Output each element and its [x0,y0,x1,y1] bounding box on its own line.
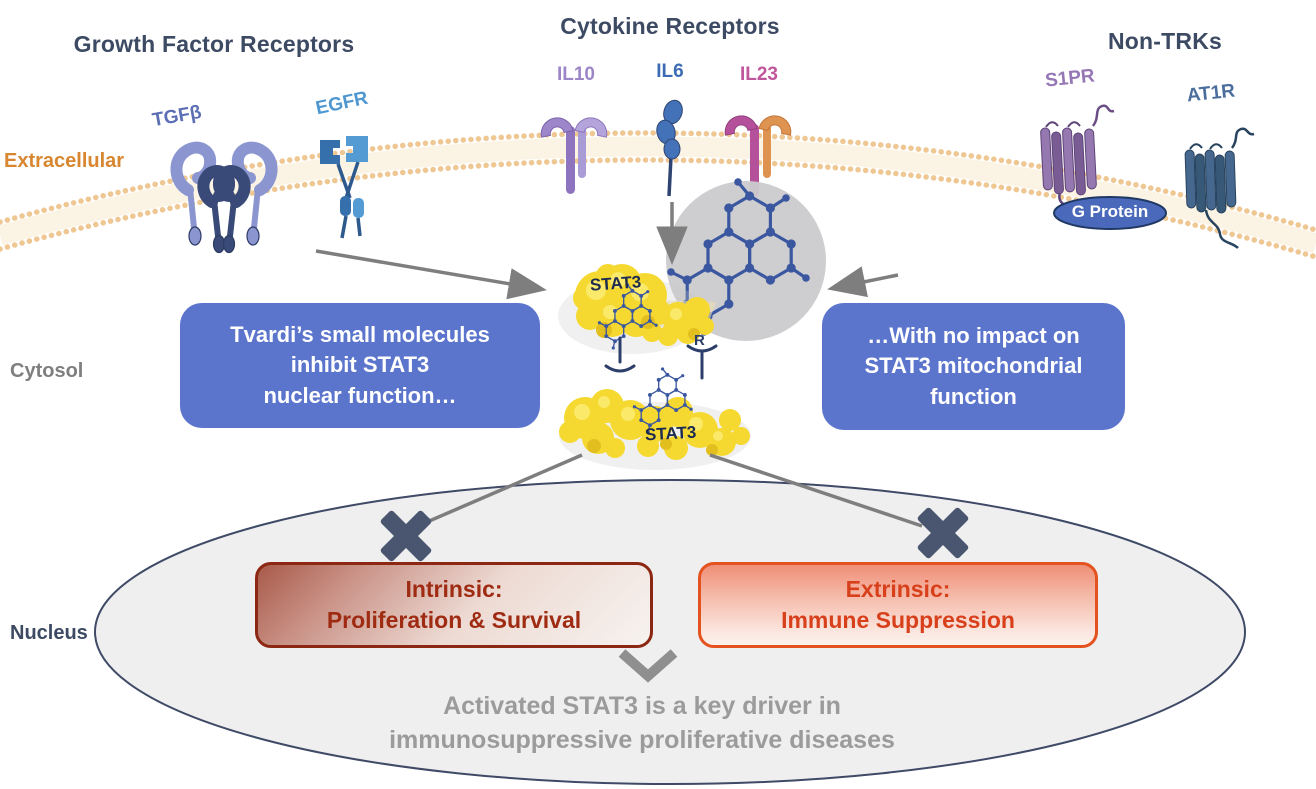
callout-left-line1: Tvardi’s small molecules [230,321,490,347]
il23-receptor-icon [721,112,795,198]
cytosol-label: Cytosol [10,360,84,382]
at1r-receptor-icon [1184,127,1255,249]
il6-receptor-icon [656,99,683,197]
callout-left-line3: nuclear function… [263,382,457,408]
intrinsic-line2: Proliferation & Survival [326,607,582,633]
il6-label: IL6 [656,61,684,82]
intrinsic-outcome-box: Intrinsic: Proliferation & Survival [255,562,653,648]
s1pr-receptor-icon [1040,104,1115,217]
conclusion-text: Activated STAT3 is a key driver in immun… [242,690,1042,758]
egfr-receptor-icon [320,136,368,239]
inhibitor-t-bar-icons [604,336,718,380]
signal-arrows [315,202,923,528]
callout-right-line3: function [930,383,1017,409]
il10-label: IL10 [556,64,596,85]
conclusion-line2: immunosuppressive proliferative diseases [389,725,895,754]
nucleus-label: Nucleus [10,622,88,644]
chevron-down-icon [618,649,678,683]
callout-right-line2: STAT3 mitochondrial [864,353,1083,379]
extrinsic-outcome-box: Extrinsic: Immune Suppression [698,562,1098,648]
tgfb-receptor-icon [176,148,271,253]
cytokine-receptors-header: Cytokine Receptors [560,13,780,39]
intrinsic-line1: Intrinsic: [405,575,503,602]
stat3-top-label: STAT3 [589,272,642,295]
non-trks-header: Non-TRKs [1107,28,1223,54]
g-protein-label: G Protein [1071,202,1149,221]
conclusion-line1: Activated STAT3 is a key driver in [443,692,841,720]
extrinsic-line2: Immune Suppression [781,607,1015,633]
growth-factor-receptors-header: Growth Factor Receptors [73,31,355,57]
il10-receptor-icon [537,114,611,194]
stat3-protein-bottom [559,389,751,470]
stat3-bottom-label: STAT3 [644,422,697,445]
g-protein-oval [1053,196,1167,230]
callout-mitochondrial: …With no impact on STAT3 mitochondrial f… [822,303,1125,430]
callout-left-line2: inhibit STAT3 [290,352,430,378]
molecule-r-label: R [694,332,705,349]
callout-right-line1: …With no impact on [867,322,1080,348]
extrinsic-line1: Extrinsic: [845,575,951,602]
extracellular-label: Extracellular [4,150,125,172]
il23-label: IL23 [739,64,779,85]
callout-nuclear-inhibition: Tvardi’s small molecules inhibit STAT3 n… [180,303,540,428]
